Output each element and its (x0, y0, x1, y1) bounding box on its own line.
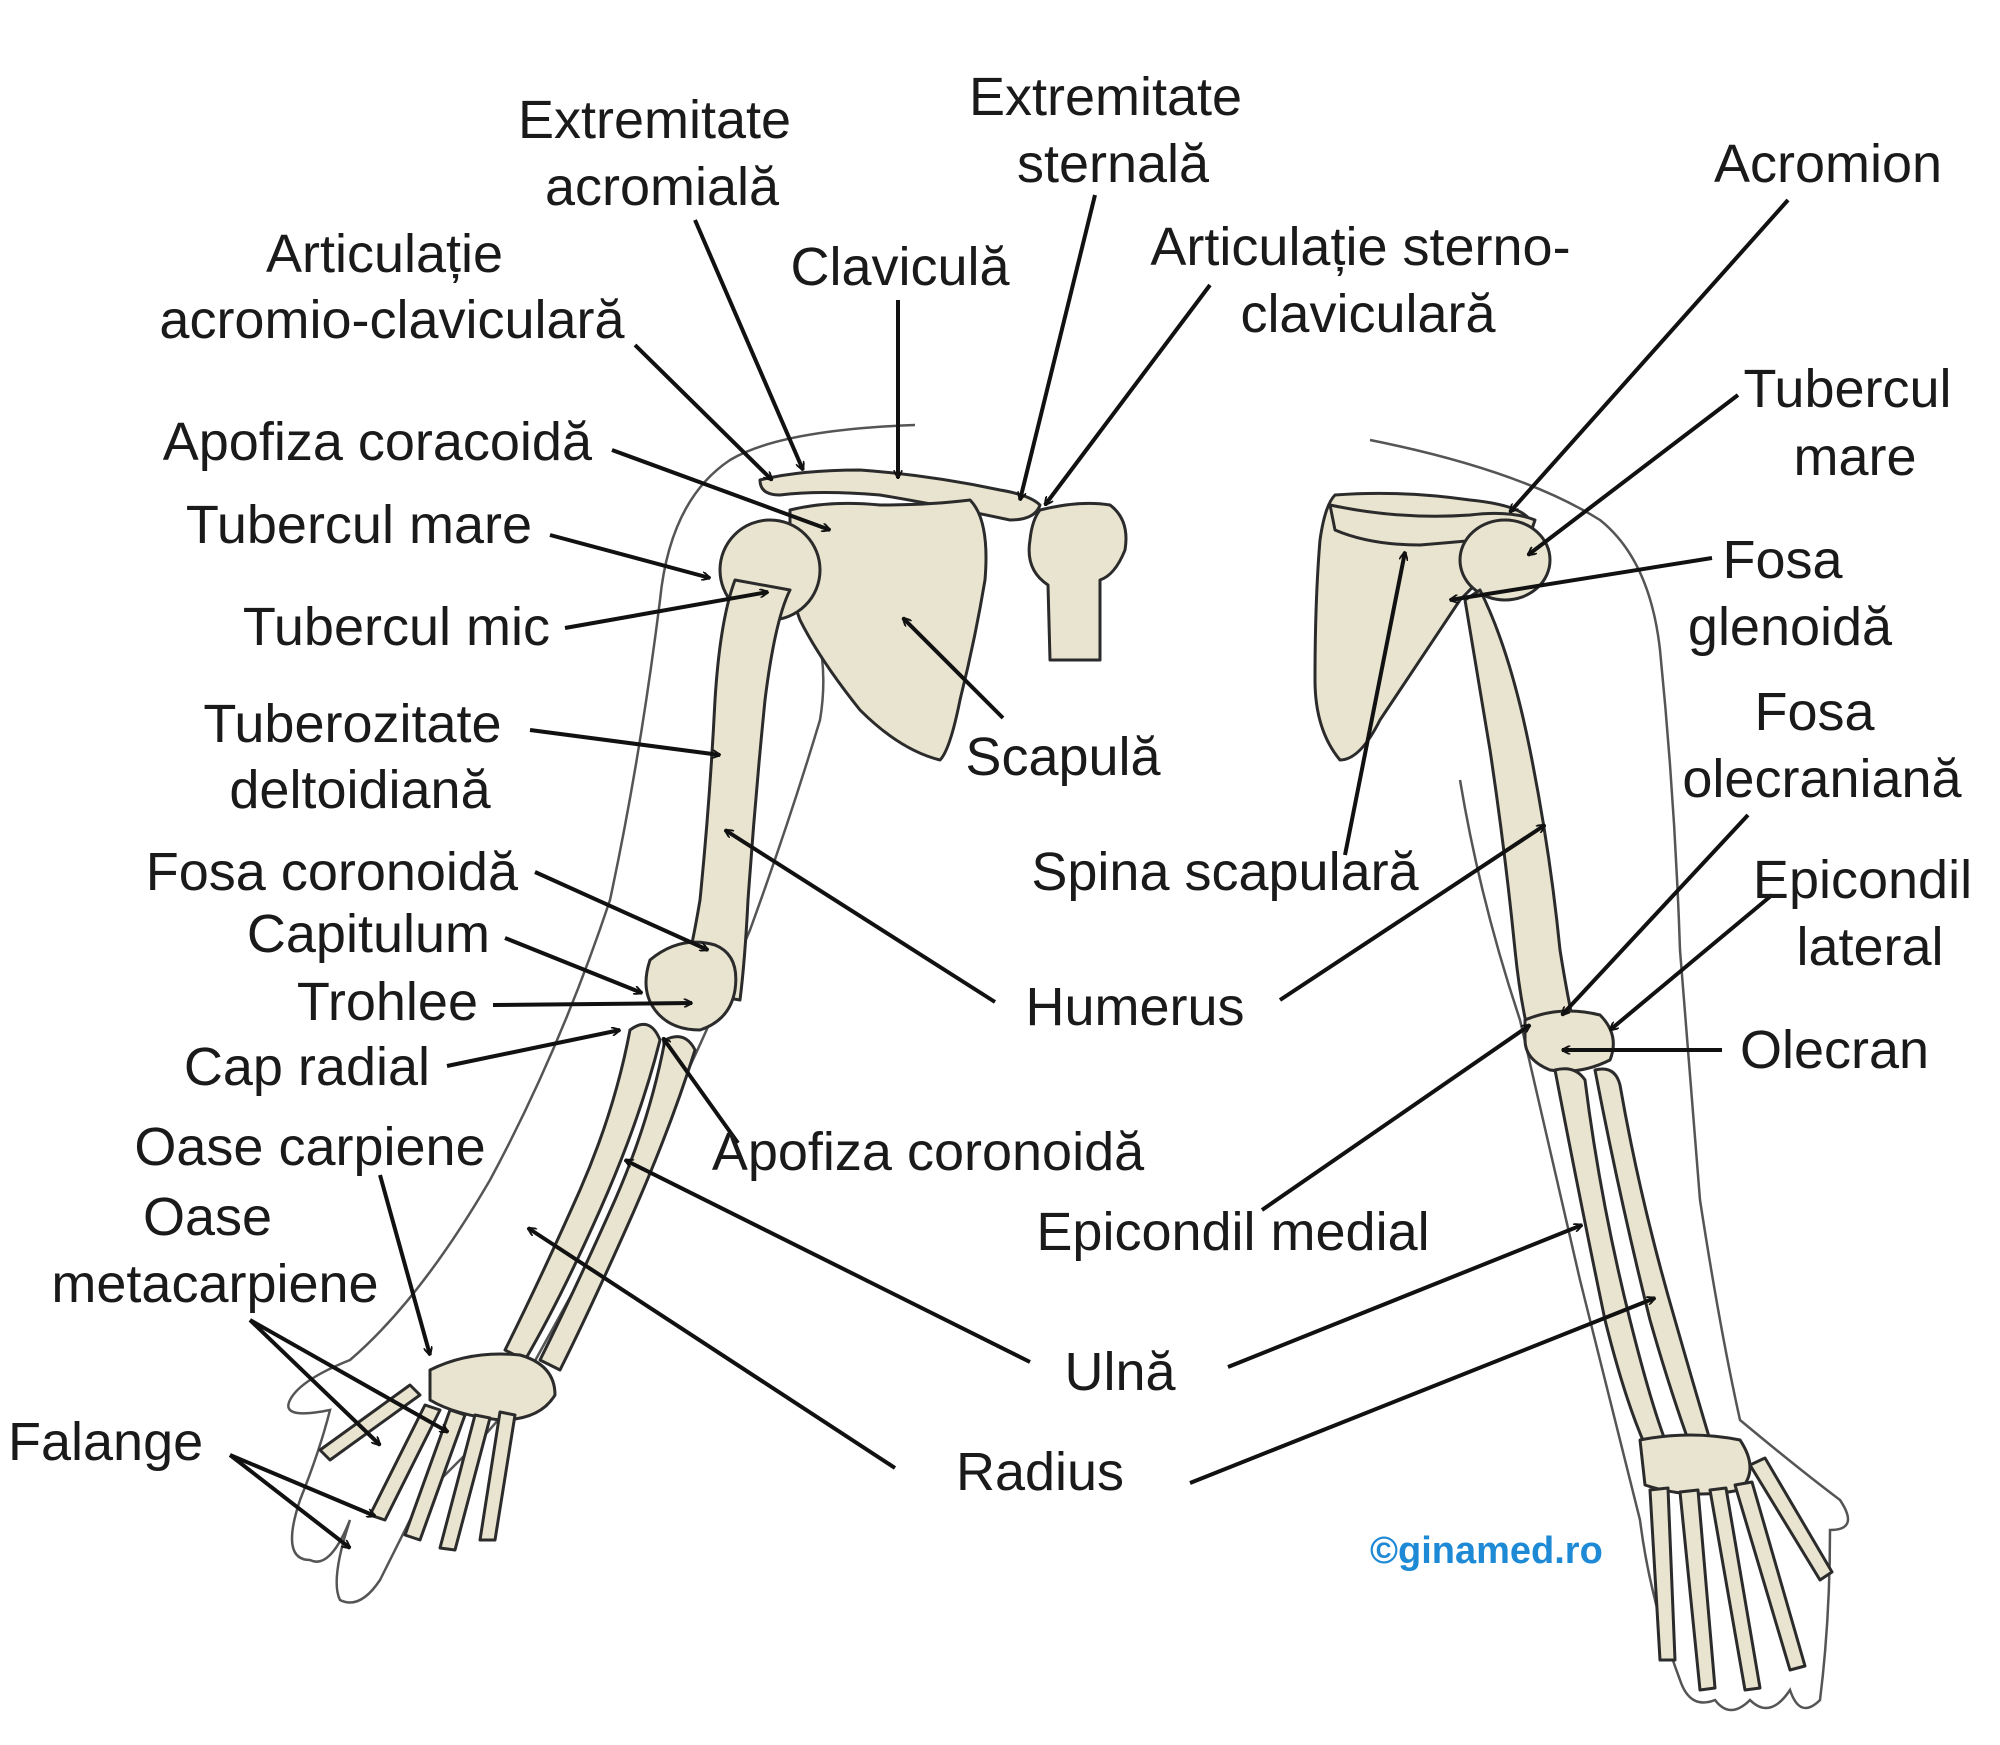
label-scapula: Scapulă (965, 727, 1161, 787)
label-falange: Falange (8, 1412, 203, 1472)
label-humerus: Humerus (1025, 977, 1244, 1037)
label-clavicula: Claviculă (790, 237, 1010, 297)
arrow-apofiza-coronoida (663, 1038, 740, 1145)
pointer-arrows (228, 194, 1790, 1548)
arrow-oase-metacarpiene-2 (249, 1318, 448, 1434)
arrow-apofiza-coracoida (611, 448, 830, 530)
label-oase-carpiene: Oase carpiene (134, 1117, 485, 1177)
label-capitulum: Capitulum (247, 904, 490, 964)
label-ulna: Ulnă (1064, 1342, 1176, 1402)
arrow-radius-left (528, 1226, 897, 1470)
label-tuberozitate: Tuberozitate deltoidiană (203, 694, 516, 820)
arrow-humerus-right (1278, 823, 1545, 1002)
arrow-cap-radial (446, 1030, 620, 1068)
arrow-acromion (1510, 198, 1790, 512)
posterior-arm-illustration (1313, 438, 1850, 1712)
label-acromion-right: Acromion (1714, 134, 1942, 194)
arrow-extremitate-acromiala (693, 219, 805, 470)
label-spina-scapulara: Spina scapulară (1031, 842, 1419, 902)
label-apofiza-coracoida: Apofiza coracoidă (163, 412, 593, 472)
label-epicondil-lateral: Epicondil lateral (1753, 850, 1987, 977)
arrow-scapula (903, 618, 1005, 720)
label-trohlee: Trohlee (297, 972, 478, 1032)
arrow-radius-right (1189, 1298, 1655, 1485)
label-extremitate-acromiala: Extremitate acromială (518, 90, 806, 217)
label-tubercul-mare-right: Tubercul mare (1743, 359, 1966, 487)
arrow-fosa-glenoida (1450, 556, 1713, 600)
label-fosa-olecraniana: Fosa olecraniană (1682, 682, 1962, 809)
label-radius: Radius (956, 1442, 1124, 1502)
arrow-epicondil-lateral (1610, 893, 1774, 1030)
label-articulatie-acromio: Articulație acromio-claviculară (159, 224, 625, 350)
arrow-ulna-right (1227, 1225, 1582, 1369)
label-oase-metacarpiene: Oase metacarpiene (51, 1187, 378, 1314)
watermark: ©ginamed.ro (1370, 1530, 1603, 1572)
arrow-trohlee (492, 1003, 692, 1005)
arrow-tubercul-mare-left (549, 533, 710, 578)
label-extremitate-sternala: Extremitate sternală (969, 67, 1257, 194)
arrow-epicondil-medial (1260, 1023, 1530, 1212)
label-apofiza-coronoida: Apofiza coronoidă (712, 1122, 1145, 1182)
label-tubercul-mic: Tubercul mic (243, 597, 550, 657)
arrow-tuberozitate (529, 728, 720, 755)
arrow-oase-metacarpiene-1 (248, 1318, 380, 1445)
arrow-spina-scapulara (1343, 552, 1405, 856)
arrow-falange-2 (228, 1453, 350, 1548)
arrow-tubercul-mare-right (1528, 393, 1740, 555)
label-fosa-coronoida: Fosa coronoidă (146, 842, 519, 902)
arrow-fosa-olecraniana (1562, 813, 1750, 1015)
arrow-oase-carpiene (378, 1174, 430, 1355)
anterior-arm-illustration (287, 423, 1128, 1604)
arrow-extremitate-sternala (1020, 194, 1097, 500)
arrow-capitulum (504, 936, 642, 993)
label-fosa-glenoida: Fosa glenoidă (1688, 530, 1893, 657)
label-cap-radial: Cap radial (184, 1037, 430, 1097)
label-olecran: Olecran (1740, 1020, 1929, 1080)
label-articulatie-sterno: Articulație sterno- claviculară (1150, 217, 1585, 344)
labels: Extremitate acromială Extremitate sterna… (8, 67, 1987, 1572)
arrow-articulatie-sterno (1045, 283, 1212, 505)
arrow-fosa-coronoida (534, 870, 708, 952)
label-tubercul-mare-left: Tubercul mare (186, 495, 532, 555)
arrow-tubercul-mic (564, 592, 768, 630)
arrow-ulna-left (625, 1158, 1031, 1364)
label-epicondil-medial: Epicondil medial (1036, 1202, 1429, 1262)
arrow-articulatie-acromio (633, 343, 772, 480)
arrow-falange-1 (229, 1453, 375, 1516)
arrow-humerus-left (725, 828, 997, 1004)
